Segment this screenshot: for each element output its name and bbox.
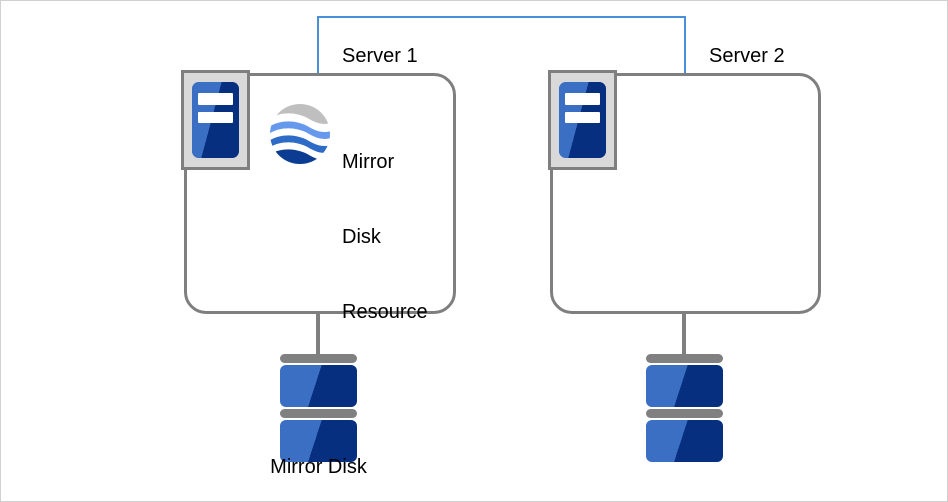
mirror-disk-resource-label-line-2: Disk	[342, 226, 381, 248]
disk-platter-body-1	[646, 365, 723, 407]
disk-stack-icon	[646, 354, 723, 464]
disk-platter-body-2	[646, 420, 723, 462]
server-tower-icon-slot-2	[565, 111, 600, 124]
server-1-box[interactable]	[184, 73, 456, 314]
disk-stack-icon	[280, 354, 357, 464]
mirror-disk-resource-label: Mirror Disk Resource	[342, 100, 428, 375]
server-tower-icon-slot-2	[198, 111, 233, 124]
server-1-label: Server 1	[342, 45, 418, 67]
server-tower-icon-body	[192, 82, 239, 158]
server-tower-icon-slot-1	[565, 93, 600, 105]
server-tower-icon	[548, 70, 617, 170]
mirror-disk-resource-label-line-3: Resource	[342, 301, 428, 323]
server-2-label: Server 2	[709, 45, 785, 67]
disk-platter-body-1	[280, 365, 357, 407]
disk-platter-bar-1	[646, 354, 723, 363]
disk-platter-bar-1	[280, 354, 357, 363]
disk-platter-bar-2	[280, 409, 357, 418]
server-tower-icon	[181, 70, 250, 170]
mirror-disk-label: Mirror Disk	[270, 456, 367, 478]
disk-platter-body-2	[280, 420, 357, 462]
disk-platter-bar-2	[646, 409, 723, 418]
server-1-disk-connector	[316, 312, 320, 359]
server-2-disk-connector	[682, 312, 686, 359]
globe-icon	[269, 103, 331, 165]
server-tower-icon-body	[559, 82, 606, 158]
server-tower-icon-slot-1	[198, 93, 233, 105]
mirror-disk-resource-label-line-1: Mirror	[342, 151, 395, 173]
